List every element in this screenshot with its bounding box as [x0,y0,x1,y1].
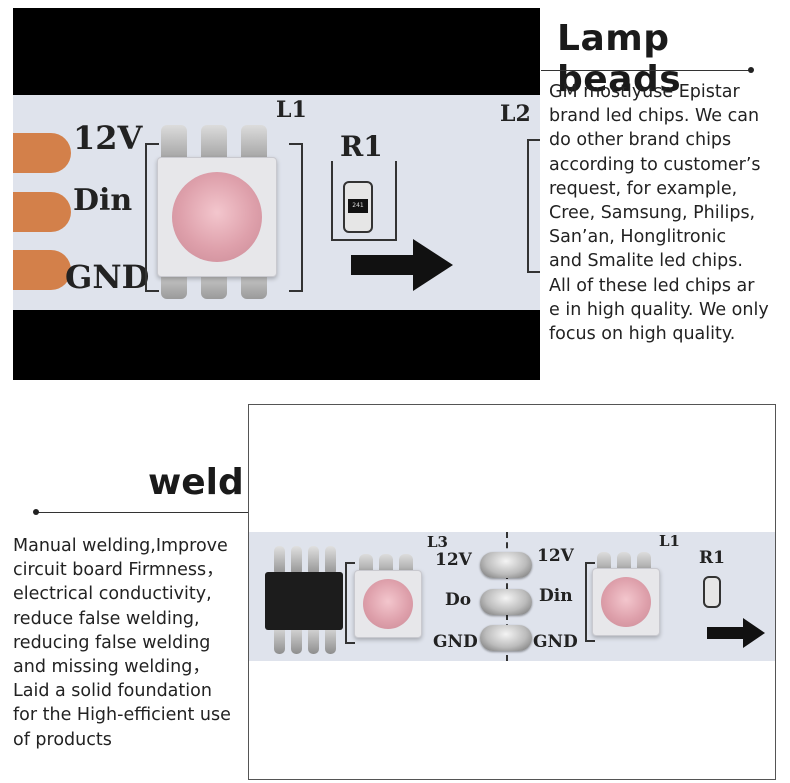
weld-heading: weld [148,462,244,503]
led-strip-pcb: 12V Din GND L1 L2 R1 241 [13,95,540,310]
label-12v-left: 12V [435,550,472,570]
lamp-beads-description: GM mostlyuse Epistar brand led chips. We… [549,80,785,346]
label-din: Din [539,586,573,606]
solder-joint-gnd [480,625,532,651]
description-line: do other brand chips [549,130,732,151]
description-line: of products [13,729,112,750]
copper-pad-din [13,192,71,232]
led-strip-pcb: L3 12V Do GND 12V Din GND L1 R1 [249,532,775,661]
description-line: brand led chips. We can [549,106,760,127]
ic-pin [274,546,285,576]
description-line: reducing false welding [13,632,211,653]
description-line: GM mostlyuse Epistar [549,82,740,102]
arrow-right-icon [707,618,765,648]
driver-ic [265,572,343,630]
description-line: e in high quality. We only [549,299,769,320]
led-outline-left [145,143,159,292]
weld-description: Manual welding,Improve circuit board Fir… [13,534,248,752]
label-do: Do [445,590,472,610]
description-line: for the High-efficient use [13,705,231,726]
led-outline-right [585,562,595,642]
description-line: electrical conductivity, [13,584,212,605]
label-l1: L1 [659,532,680,550]
description-line: focus on high quality. [549,324,736,345]
rgb-led-5050 [354,570,422,638]
resistor: 241 [343,181,373,233]
led-outline-left [345,562,355,644]
resistor [703,576,721,608]
label-l2: L2 [500,101,531,127]
description-line: All of these led chips ar [549,275,755,296]
lamp-beads-photo: 12V Din GND L1 L2 R1 241 [13,8,540,380]
description-line: Cree, Samsung, Philips, [549,203,756,224]
label-gnd-right: GND [533,632,578,652]
solder-joint-12v [480,552,532,578]
ic-pin [308,624,319,654]
label-l3: L3 [427,533,448,551]
divider-dot [748,67,754,73]
resistor-code: 241 [348,199,368,213]
description-line: Manual welding,Improve [13,536,228,556]
heading-divider [36,512,248,513]
ic-pin [274,624,285,654]
label-l1: L1 [276,97,307,123]
led-lens [601,577,651,627]
description-line: reduce false welding, [13,608,200,629]
description-line: request, for example, [549,178,738,199]
ic-pin [291,624,302,654]
label-12v-right: 12V [537,546,574,566]
description-line: and Smalite led chips. [549,251,743,272]
copper-pad-gnd [13,250,71,290]
description-line: Laid a solid foundation [13,681,212,702]
arrow-right-icon [351,239,453,291]
label-gnd-left: GND [433,632,478,652]
ic-pin [308,546,319,576]
ic-pin [325,546,336,576]
label-gnd: GND [65,258,150,296]
description-line: San’an, Honglitronic [549,227,727,248]
solder-joint-data [480,589,532,615]
rgb-led-5050 [592,568,660,636]
heading-divider [541,70,751,71]
ic-pin [325,624,336,654]
led-outline-l2 [527,139,540,273]
label-12v: 12V [73,119,143,157]
divider-dot [33,509,39,515]
description-line: circuit board Firmness， [13,560,224,581]
led-lens [363,579,413,629]
weld-photo: L3 12V Do GND 12V Din GND L1 R1 [248,404,776,780]
label-r1: R1 [699,548,725,568]
label-din: Din [73,183,133,218]
lamp-beads-heading: Lamp beads [557,18,682,100]
description-line: and missing welding， [13,657,210,678]
rgb-led-5050 [157,157,277,277]
label-r1: R1 [340,130,383,163]
led-lens [172,172,262,262]
led-outline-right [289,143,303,292]
description-line: according to customer’s [549,154,761,175]
ic-pin [291,546,302,576]
copper-pad-12v [13,133,71,173]
resistor-outline [331,161,397,241]
